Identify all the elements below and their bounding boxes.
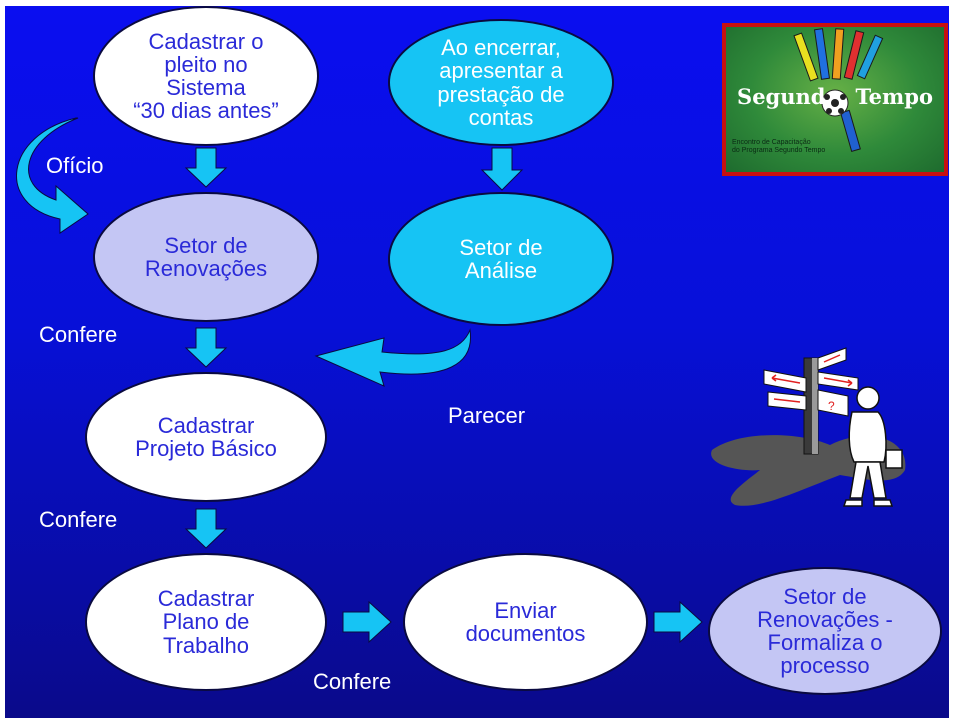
arrow-down-2 — [480, 147, 524, 191]
arrow-down-3 — [184, 327, 228, 368]
node-cadastrar-pleito: Cadastrar o pleito no Sistema “30 dias a… — [93, 6, 319, 146]
node-setor-renovacoes-formaliza: Setor de Renovações - Formaliza o proces… — [708, 567, 942, 695]
logo-title-left: Segund — [737, 84, 826, 109]
label-confere-2: Confere — [39, 507, 118, 532]
node-enviar-documentos-text: Enviar documentos — [465, 597, 586, 646]
logo-subtitle: Encontro de Capacitação do Programa Segu… — [732, 139, 825, 155]
node-cadastrar-plano: Cadastrar Plano de Trabalho — [85, 553, 327, 691]
node-cadastrar-pleito-text: Cadastrar o pleito no Sistema “30 dias a… — [133, 28, 279, 124]
label-oficio: Ofício — [46, 153, 104, 178]
curved-arrow-oficio — [16, 117, 89, 234]
node-ao-encerrar-text: Ao encerrar, apresentar a prestação de c… — [437, 35, 565, 130]
svg-text:?: ? — [828, 399, 835, 413]
label-confere-3: Confere — [313, 669, 392, 694]
label-confere-1: Confere — [39, 322, 118, 347]
arrow-down-4 — [184, 508, 228, 549]
arrow-right-1 — [342, 600, 392, 644]
node-setor-analise: Setor de Análise — [388, 192, 614, 326]
logo-pencils-graphic — [793, 28, 884, 152]
node-enviar-documentos: Enviar documentos — [403, 553, 648, 691]
curved-arrow-parecer — [314, 328, 472, 387]
node-cadastrar-projeto: Cadastrar Projeto Básico — [85, 372, 327, 502]
node-setor-renovacoes: Setor de Renovações — [93, 192, 319, 322]
segundo-tempo-logo: Segund Tempo Encontro de Capacitação do P… — [722, 23, 948, 176]
arrow-right-2 — [653, 600, 703, 644]
label-parecer: Parecer — [448, 403, 526, 428]
node-setor-renovacoes-formaliza-text: Setor de Renovações - Formaliza o proces… — [757, 583, 893, 679]
logo-title-right: Tempo — [855, 84, 933, 109]
node-cadastrar-plano-text: Cadastrar Plano de Trabalho — [157, 586, 255, 658]
node-ao-encerrar: Ao encerrar, apresentar a prestação de c… — [388, 19, 614, 146]
node-setor-analise-text: Setor de Análise — [459, 234, 543, 283]
logo-subtitle-line2: do Programa Segundo Tempo — [732, 147, 826, 155]
node-setor-renovacoes-text: Setor de Renovações — [144, 232, 268, 281]
node-cadastrar-projeto-text: Cadastrar Projeto Básico — [135, 412, 277, 461]
arrow-down-1 — [184, 147, 228, 188]
logo-subtitle-line1: Encontro de Capacitação — [732, 139, 811, 146]
